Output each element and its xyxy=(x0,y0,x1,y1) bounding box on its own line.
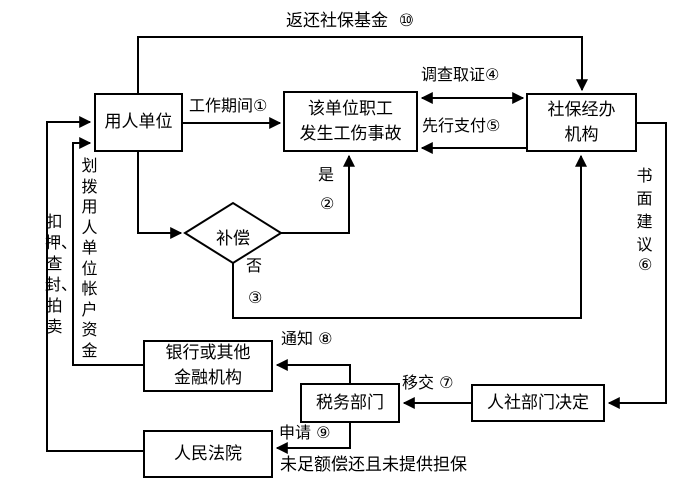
node-tax: 税务部门 xyxy=(300,383,400,423)
label-notify: 通知 ⑧ xyxy=(281,329,333,348)
node-court: 人民法院 xyxy=(143,430,273,478)
label-no-step: ③ xyxy=(248,288,263,307)
node-agency: 社保经办 机构 xyxy=(526,93,637,152)
edge-apply xyxy=(275,423,351,454)
label-work-period: 工作期间① xyxy=(189,96,268,115)
label-apply: 申请 ⑨ xyxy=(279,423,331,442)
edge-yes xyxy=(281,154,355,234)
edge-employer-to-decision xyxy=(137,152,183,239)
label-seizure: 扣押、查封、拍卖 xyxy=(45,212,78,336)
edge-seizure xyxy=(46,116,143,452)
label-no: 否 xyxy=(246,256,263,275)
edge-notify xyxy=(275,359,351,383)
edge-return-fund xyxy=(137,36,588,93)
label-written-advice: 书面建议 xyxy=(636,166,653,254)
edge-allocate-funds xyxy=(72,137,143,366)
decision-diamond xyxy=(183,201,283,265)
label-yes-step: ② xyxy=(320,194,335,213)
label-repay-condition: 未足额偿还且未提供担保 xyxy=(280,455,467,475)
edge-no xyxy=(232,154,587,319)
label-return-fund: 返还社保基金 ⑩ xyxy=(286,11,415,31)
node-accident: 该单位职工 发生工伤事故 xyxy=(283,91,418,152)
label-allocate-funds: 划拨用人单位帐户资金 xyxy=(81,156,98,360)
node-employer: 用人单位 xyxy=(94,93,183,152)
label-investigate: 调查取证④ xyxy=(421,65,500,84)
node-bank: 银行或其他 金融机构 xyxy=(143,340,273,392)
label-written-advice-step: ⑥ xyxy=(638,255,653,274)
label-transfer: 移交 ⑦ xyxy=(402,373,454,392)
edge-written-advice xyxy=(607,122,667,409)
label-advance-pay: 先行支付⑤ xyxy=(422,116,501,135)
label-yes: 是 xyxy=(318,165,335,184)
decision-label: 补偿 xyxy=(216,229,250,249)
node-hr-decision: 人社部门决定 xyxy=(471,384,605,422)
